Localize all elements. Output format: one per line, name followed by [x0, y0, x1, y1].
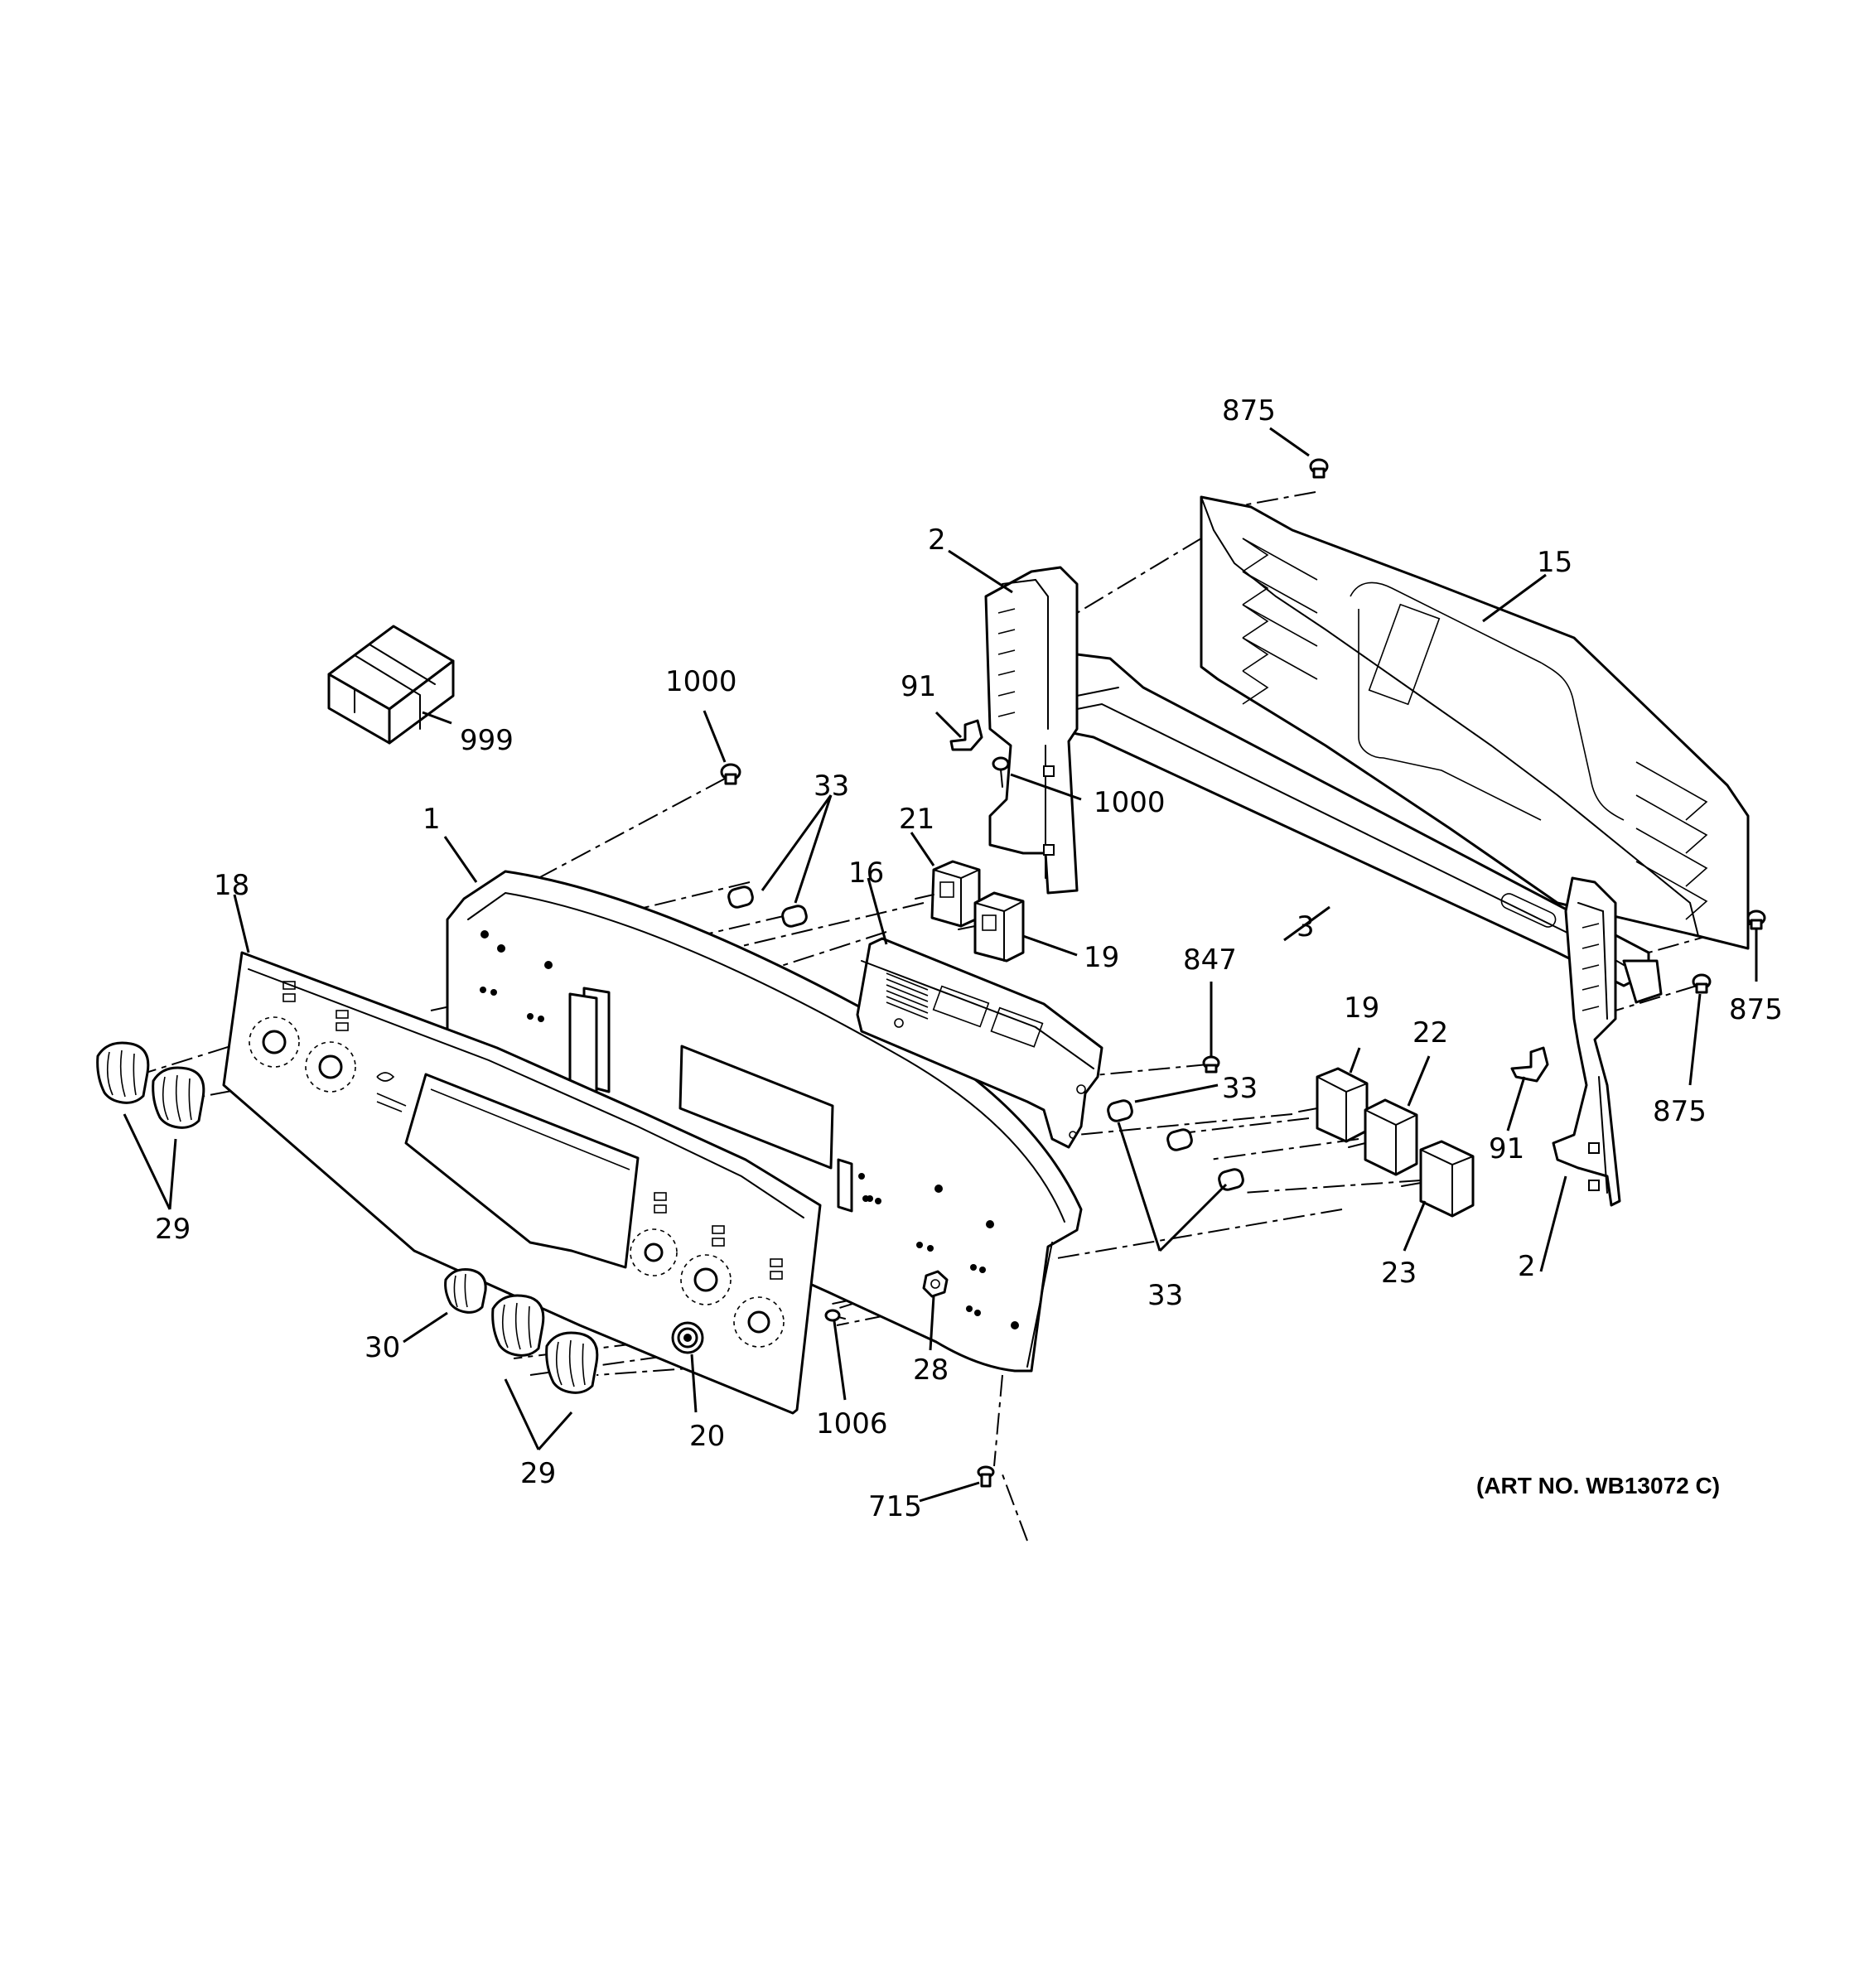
callout-labels: 875 2 15 1000 91 1000 999 33 21 16 1 18 …: [155, 394, 1783, 1523]
part-28-nut: [922, 1270, 949, 1298]
callout-3: 3: [1297, 910, 1315, 943]
part-2-end-cap-left: [984, 566, 1079, 895]
part-30-knob: [444, 1268, 487, 1314]
control-display: [886, 972, 1086, 1139]
callout-91: 91: [1489, 1132, 1524, 1165]
callout-875: 875: [1653, 1095, 1707, 1128]
callout-1000: 1000: [1094, 786, 1166, 819]
callout-21: 21: [899, 803, 934, 836]
part-875-screw-top: [1309, 458, 1329, 479]
art-number: (ART NO. WB13072 C): [1476, 1473, 1720, 1498]
part-2-end-cap-right: [1552, 876, 1621, 1207]
callout-20: 20: [689, 1420, 725, 1453]
callout-875: 875: [1222, 394, 1276, 427]
part-715-screw: [977, 1465, 995, 1488]
callout-18: 18: [214, 869, 249, 902]
callout-1: 1: [423, 803, 441, 836]
callout-33: 33: [1147, 1279, 1183, 1312]
part-20-indicator: [671, 1321, 704, 1354]
part-91-clip-left: [949, 719, 983, 751]
callout-22: 22: [1412, 1016, 1448, 1049]
part-1000-screw-right: [992, 756, 1010, 788]
part-1-control-panel-housing: [446, 870, 1083, 1373]
end-cap-ribs-left: [997, 608, 1016, 717]
callout-1006: 1006: [816, 1407, 888, 1440]
part-875-screw-right-lower: [1692, 973, 1712, 994]
callout-29: 29: [155, 1213, 191, 1246]
part-847-screw: [1202, 1055, 1220, 1074]
callout-847: 847: [1183, 943, 1237, 977]
callout-28: 28: [913, 1353, 949, 1387]
part-1000-screw-left: [720, 763, 741, 785]
overlay-markings: [282, 981, 783, 1280]
callout-875: 875: [1729, 993, 1783, 1026]
callout-91: 91: [901, 670, 936, 703]
callout-715: 715: [868, 1490, 922, 1523]
part-999-literature-box: [327, 625, 455, 745]
knobs: [96, 1041, 599, 1394]
part-875-screw-right-upper: [1746, 910, 1766, 930]
callout-2: 2: [1518, 1250, 1536, 1283]
part-15-back-panel: [1200, 495, 1750, 950]
callout-30: 30: [365, 1331, 400, 1364]
part-29-knob-2: [152, 1066, 205, 1129]
callout-33: 33: [1222, 1072, 1258, 1105]
part-1006-screw: [824, 1309, 846, 1322]
part-16-electronic-control: [856, 937, 1103, 1149]
part-21-switch: [915, 860, 981, 928]
callout-19: 19: [1084, 941, 1119, 974]
part-29-knob-1: [96, 1041, 150, 1104]
part-91-clip-right: [1510, 1046, 1549, 1083]
leader-lines: [123, 427, 1758, 1503]
callout-29: 29: [520, 1457, 556, 1490]
part-22-switch: [1348, 1098, 1418, 1176]
part-19-switch-upper: [958, 891, 1025, 963]
callout-33: 33: [814, 770, 849, 803]
housing-holes: [480, 930, 1019, 1329]
callout-2: 2: [928, 524, 946, 557]
callout-19: 19: [1344, 992, 1379, 1025]
part-33-spacers: [727, 885, 1244, 1191]
fasteners: [671, 458, 1766, 1488]
callout-16: 16: [848, 856, 884, 890]
end-cap-ribs-right: [1582, 923, 1600, 1011]
callout-23: 23: [1381, 1257, 1417, 1290]
part-29-knob-3: [491, 1294, 545, 1357]
louvres-right: [1635, 761, 1708, 920]
part-18-control-panel-overlay: [222, 951, 822, 1415]
part-19-switch-right: [1298, 1067, 1369, 1143]
callout-15: 15: [1537, 546, 1572, 579]
louvres-left: [1242, 538, 1318, 705]
callout-1000: 1000: [665, 665, 737, 698]
part-23-switch: [1401, 1140, 1475, 1218]
callout-999: 999: [460, 724, 514, 757]
part-29-knob-4: [545, 1331, 599, 1394]
